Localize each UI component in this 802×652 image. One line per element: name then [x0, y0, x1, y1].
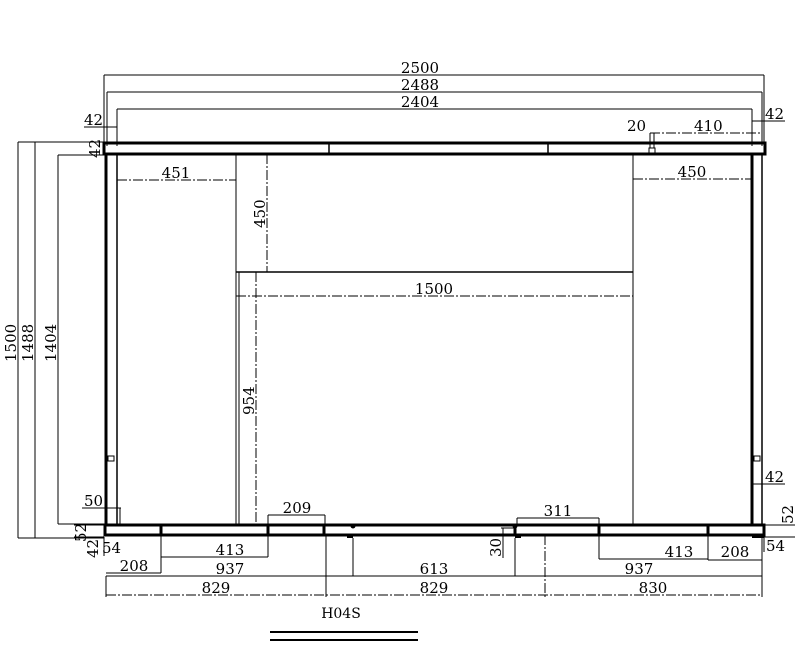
dim-width-mid: 2488	[401, 76, 439, 94]
title-block: H04S	[270, 606, 418, 641]
top-beam	[102, 141, 767, 156]
dim-left-span: 413	[216, 541, 245, 559]
left-foot-pad	[103, 523, 163, 537]
dim-left-total: 937	[216, 560, 245, 578]
dim-right-segment: 830	[639, 579, 668, 597]
dim-door-pad-left: 209	[283, 499, 312, 517]
dim-right-foot: 54	[766, 537, 785, 555]
top-dimensions: 2500 2488 2404 42 42 20 410	[84, 59, 785, 148]
drawing-title: H04S	[321, 606, 361, 622]
dim-width-outer: 2500	[401, 59, 439, 77]
door-pad-left	[266, 523, 326, 537]
dim-door-offset: 30	[487, 538, 505, 557]
dim-door-pad-right: 311	[544, 502, 573, 520]
dim-center-segment: 829	[420, 579, 449, 597]
dim-right-rail-height: 52	[779, 505, 797, 524]
dim-upper-panel-height: 450	[251, 199, 269, 228]
door-pad-right	[513, 523, 601, 537]
dim-top-left-offset: 42	[84, 111, 103, 129]
dim-top-right-gap: 20	[627, 117, 646, 135]
bottom-dimensions: 50 52 42 54 208 413 209 937 613 30	[72, 468, 797, 597]
dim-top-right-offset: 42	[765, 105, 784, 123]
dim-left-rail-height: 52	[72, 523, 90, 542]
dim-left-rail-gap: 42	[84, 539, 102, 558]
dim-height-mid: 1488	[19, 324, 37, 362]
dim-left-segment: 829	[202, 579, 231, 597]
dim-right-panel-width: 450	[678, 163, 707, 181]
right-foot-pad	[706, 523, 766, 537]
dim-left-post-height: 50	[84, 492, 103, 510]
dim-right-post-height: 42	[765, 468, 784, 486]
frame	[102, 141, 767, 538]
dim-width-inner: 2404	[401, 93, 439, 111]
dim-left-foot: 54	[102, 539, 121, 557]
dim-height-inner: 1404	[42, 324, 60, 362]
left-dimensions: 1500 1488 1404 42	[2, 139, 104, 539]
dim-door-gap: 613	[420, 560, 449, 578]
dim-right-span: 413	[665, 543, 694, 561]
dim-lower-panel-height: 954	[240, 386, 258, 415]
dim-left-pad: 208	[120, 557, 149, 575]
dim-left-panel-width: 451	[162, 164, 191, 182]
dim-top-right-segment: 410	[694, 117, 723, 135]
dim-top-left-frame: 42	[86, 139, 104, 158]
dim-height-outer: 1500	[2, 324, 20, 362]
dim-right-pad: 208	[721, 543, 750, 561]
dim-right-total: 937	[625, 560, 654, 578]
dim-center-width: 1500	[415, 280, 453, 298]
inner-panels: 451 450 450 1500 954	[117, 154, 752, 525]
